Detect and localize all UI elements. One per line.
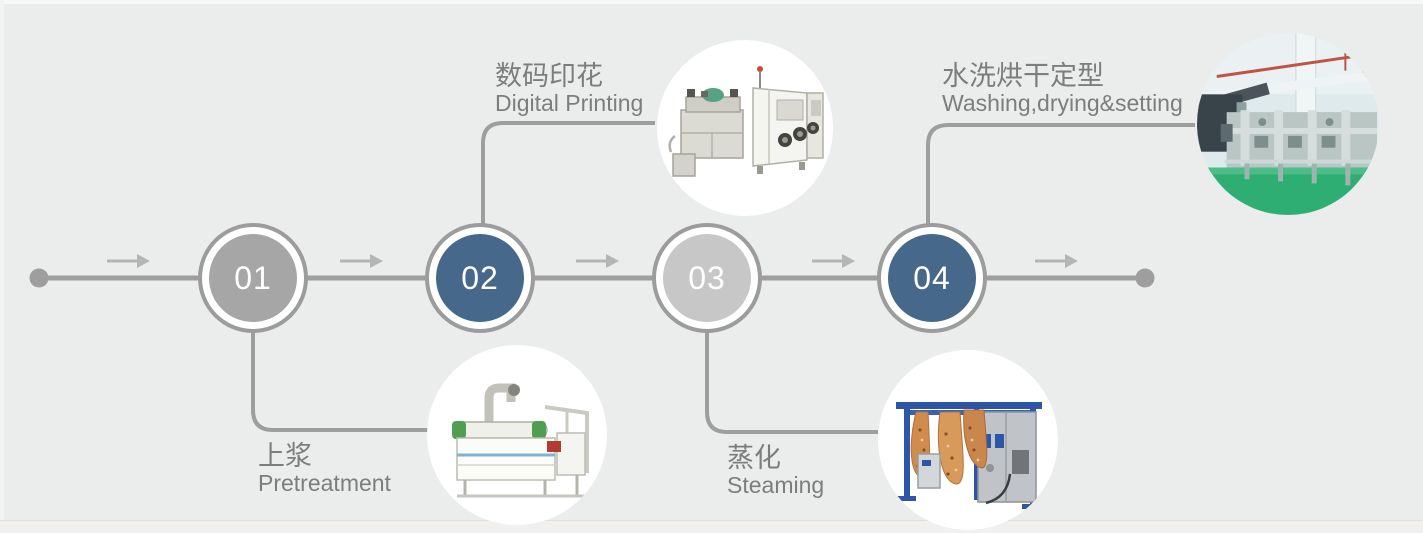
step-number: 04 [913, 259, 951, 296]
step-label-en: Digital Printing [495, 90, 644, 117]
step-node-4: 04 [877, 223, 987, 333]
step-node-2: 02 [425, 223, 535, 333]
step-number: 03 [688, 259, 726, 296]
step-node-1: 01 [198, 223, 308, 333]
left-edge-highlight [0, 0, 4, 533]
arrow-right-icon [107, 254, 150, 268]
arrow-right-icon [340, 254, 383, 268]
step-label-pretreatment: 上浆 Pretreatment [258, 441, 391, 497]
top-edge-highlight [0, 0, 1423, 4]
connector-step2 [481, 121, 655, 226]
step-label-zh: 水洗烘干定型 [942, 61, 1104, 91]
digital-printing-machine-illustration [668, 66, 824, 177]
pretreatment-image-circle [427, 345, 607, 525]
step-label-washing: 水洗烘干定型 Washing,drying&setting [942, 61, 1183, 117]
step-label-en: Pretreatment [258, 470, 391, 497]
step-label-en: Steaming [727, 472, 825, 499]
step-circle-3: 03 [663, 234, 751, 322]
connector-step3 [705, 330, 878, 434]
digital-printing-image-circle [657, 40, 833, 216]
step-label-zh: 数码印花 [495, 61, 603, 91]
step-label-steaming: 蒸化 Steaming [727, 443, 824, 499]
step-node-3: 03 [652, 223, 762, 333]
connector-step4 [926, 123, 1195, 226]
timeline-end-dot [1135, 268, 1155, 288]
timeline-start-dot [29, 268, 49, 288]
connector-step1 [251, 330, 428, 432]
step-number: 02 [461, 259, 499, 296]
steaming-image-circle [878, 350, 1058, 530]
step-circle-2: 02 [436, 234, 524, 322]
step-circle-1: 01 [209, 234, 297, 322]
arrow-right-icon [812, 254, 855, 268]
steaming-machine-illustration [896, 402, 1044, 509]
step-label-digital-printing: 数码印花 Digital Printing [495, 61, 643, 117]
step-label-en: Washing,drying&setting [942, 90, 1183, 117]
step-circle-4: 04 [888, 234, 976, 322]
arrow-right-icon [576, 254, 619, 268]
washing-image-circle [1197, 33, 1379, 215]
pretreatment-machine-illustration [452, 383, 589, 498]
arrow-right-icon [1035, 254, 1078, 268]
step-number: 01 [234, 259, 272, 296]
step-label-zh: 蒸化 [727, 443, 781, 473]
washing-line-photo [1197, 33, 1379, 215]
bottom-strip [0, 520, 1423, 533]
step-label-zh: 上浆 [258, 441, 312, 471]
